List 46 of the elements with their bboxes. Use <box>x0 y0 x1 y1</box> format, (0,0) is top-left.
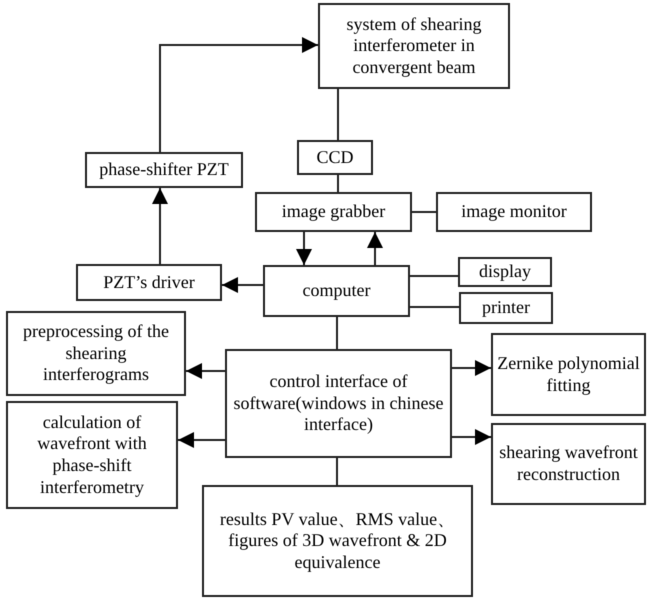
arrow <box>186 363 225 379</box>
process-box <box>458 257 552 287</box>
arrow <box>452 429 491 445</box>
process-box <box>318 3 510 89</box>
arrow <box>296 232 312 265</box>
connector-line <box>336 458 338 485</box>
box-label: preprocessing of the shearing interferograms <box>22 321 170 386</box>
connector-line <box>336 317 338 349</box>
connector-line <box>410 275 458 277</box>
box-label: phase-shifter PZT <box>99 159 229 181</box>
box-label: results PV value、RMS value、figures of 3D wavefront & 2D equivalence <box>218 508 456 574</box>
process-box <box>491 333 646 416</box>
process-box <box>76 264 222 301</box>
connector-line <box>412 211 436 213</box>
arrow <box>178 432 225 448</box>
arrow <box>152 188 168 264</box>
process-box <box>459 292 553 324</box>
process-box <box>263 265 410 317</box>
box-label: image grabber <box>282 201 386 223</box>
connector-line <box>337 175 339 192</box>
process-box <box>85 152 243 188</box>
process-box <box>297 140 373 175</box>
arrow <box>159 37 318 152</box>
process-box <box>6 311 186 396</box>
process-box <box>436 192 592 232</box>
process-box <box>6 401 178 509</box>
box-label: calculation of wavefront with phase-shift interferometry <box>36 412 148 498</box>
box-label: computer <box>302 280 370 302</box>
box-label: PZT’s driver <box>103 272 195 294</box>
box-label: shearing wavefront reconstruction <box>498 442 639 486</box>
process-box <box>491 423 646 505</box>
box-label: control interface of software(windows in chinese interface) <box>232 371 444 436</box>
box-label: image monitor <box>461 201 567 223</box>
process-box <box>255 192 412 232</box>
arrow <box>222 277 263 293</box>
connector-line <box>410 306 459 308</box>
arrow <box>452 360 491 376</box>
box-label: CCD <box>316 146 354 168</box>
box-label: printer <box>482 297 530 319</box>
box-label: display <box>479 261 531 283</box>
box-label: system of shearing interferometer in convergent beam <box>346 14 482 78</box>
box-label: Zernike polynomial fitting <box>497 352 640 396</box>
connector-line <box>337 89 339 140</box>
arrow <box>367 232 383 265</box>
process-box <box>202 485 473 597</box>
process-box <box>225 349 452 458</box>
